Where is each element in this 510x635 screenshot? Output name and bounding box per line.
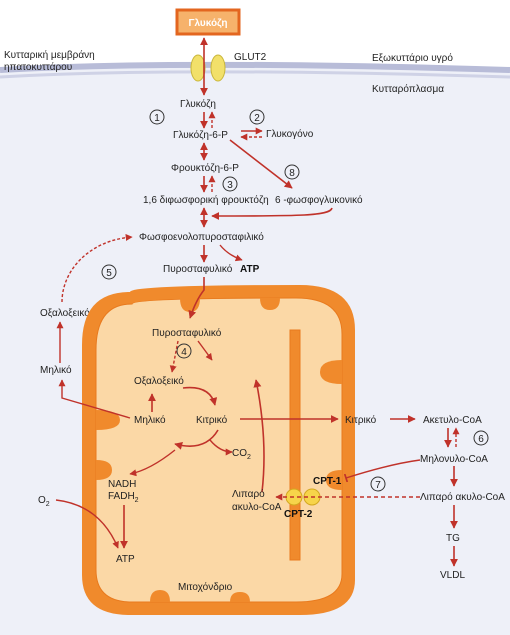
membrane-label-1: Κυτταρική μεμβράνη: [4, 49, 95, 61]
citrate-cyto-label: Κιτρικό: [345, 414, 377, 426]
co2-label: CO2: [232, 448, 251, 461]
atp-cyto-label: ATP: [240, 264, 260, 275]
fadh-label: FADH2: [108, 491, 139, 504]
extracellular-label: Εξωκυττάριο υγρό: [372, 52, 453, 64]
f6p-label: Φρουκτόζη-6-Ρ: [171, 162, 239, 174]
malate-cyto-label: Μηλικό: [40, 364, 72, 376]
step-1: 1: [154, 113, 160, 124]
step-5: 5: [106, 268, 112, 279]
step-8: 8: [289, 168, 295, 179]
cytoplasm-label: Κυτταρόπλασμα: [372, 83, 444, 95]
phosphogluconate-label: 6 -φωσφογλυκονικό: [275, 194, 363, 206]
glycogen-label: Γλυκογόνο: [266, 128, 314, 140]
acetyl-coa-label: Ακετυλο-CoA: [423, 415, 482, 426]
step-4: 4: [181, 347, 187, 358]
step-7: 7: [375, 480, 381, 491]
g6p-label: Γλυκόζη-6-Ρ: [173, 129, 228, 141]
oxaloacetate-cyto-label: Οξαλοξεικό: [40, 307, 90, 319]
glut2-left: [190, 54, 206, 82]
pep-label: Φωσφοενολοπυροσταφιλικό: [139, 231, 264, 243]
glucose-box: [175, 8, 241, 36]
glut2-label: GLUT2: [234, 52, 267, 63]
membrane-label-2: ηπατοκυττάρου: [4, 61, 72, 73]
glucose-box-label: Γλυκόζη: [188, 18, 227, 29]
malonyl-coa-label: Μηλονυλο-CoA: [420, 454, 488, 465]
mitochondrion-label: Μιτοχόνδριο: [178, 581, 233, 593]
cpt1-label: CPT-1: [313, 476, 342, 487]
tg-label: TG: [446, 533, 460, 544]
malate-mito-label: Μηλικό: [134, 414, 166, 426]
atp-mito-label: ATP: [116, 554, 135, 565]
o2-label: O2: [38, 495, 50, 508]
cpt2-label: CPT-2: [284, 509, 313, 520]
nadh-label: NADH: [108, 479, 136, 490]
f16bp-label: 1,6 διφωσφορική φρουκτόζη: [143, 194, 269, 206]
step-6: 6: [478, 434, 484, 445]
fatty-acyl-mito-label-2: ακυλο-CoA: [232, 502, 282, 513]
oxaloacetate-mito-label: Οξαλοξεικό: [134, 375, 184, 387]
citrate-mito-label: Κιτρικό: [196, 414, 228, 426]
fatty-acyl-mito-label-1: Λιπαρό: [232, 488, 265, 500]
mitochondrion-inner: [95, 297, 343, 603]
fatty-acyl-cyto-label: Λιπαρό ακυλο-CoA: [420, 491, 505, 503]
step-2: 2: [254, 113, 260, 124]
glucose-cyto-label: Γλυκόζη: [180, 98, 216, 110]
vldl-label: VLDL: [440, 570, 465, 581]
glut2-right: [210, 54, 226, 82]
step-3: 3: [227, 180, 233, 191]
pyruvate-cyto-label: Πυροσταφυλικό: [163, 263, 233, 275]
pyruvate-mito-label: Πυροσταφυλικό: [152, 327, 222, 339]
